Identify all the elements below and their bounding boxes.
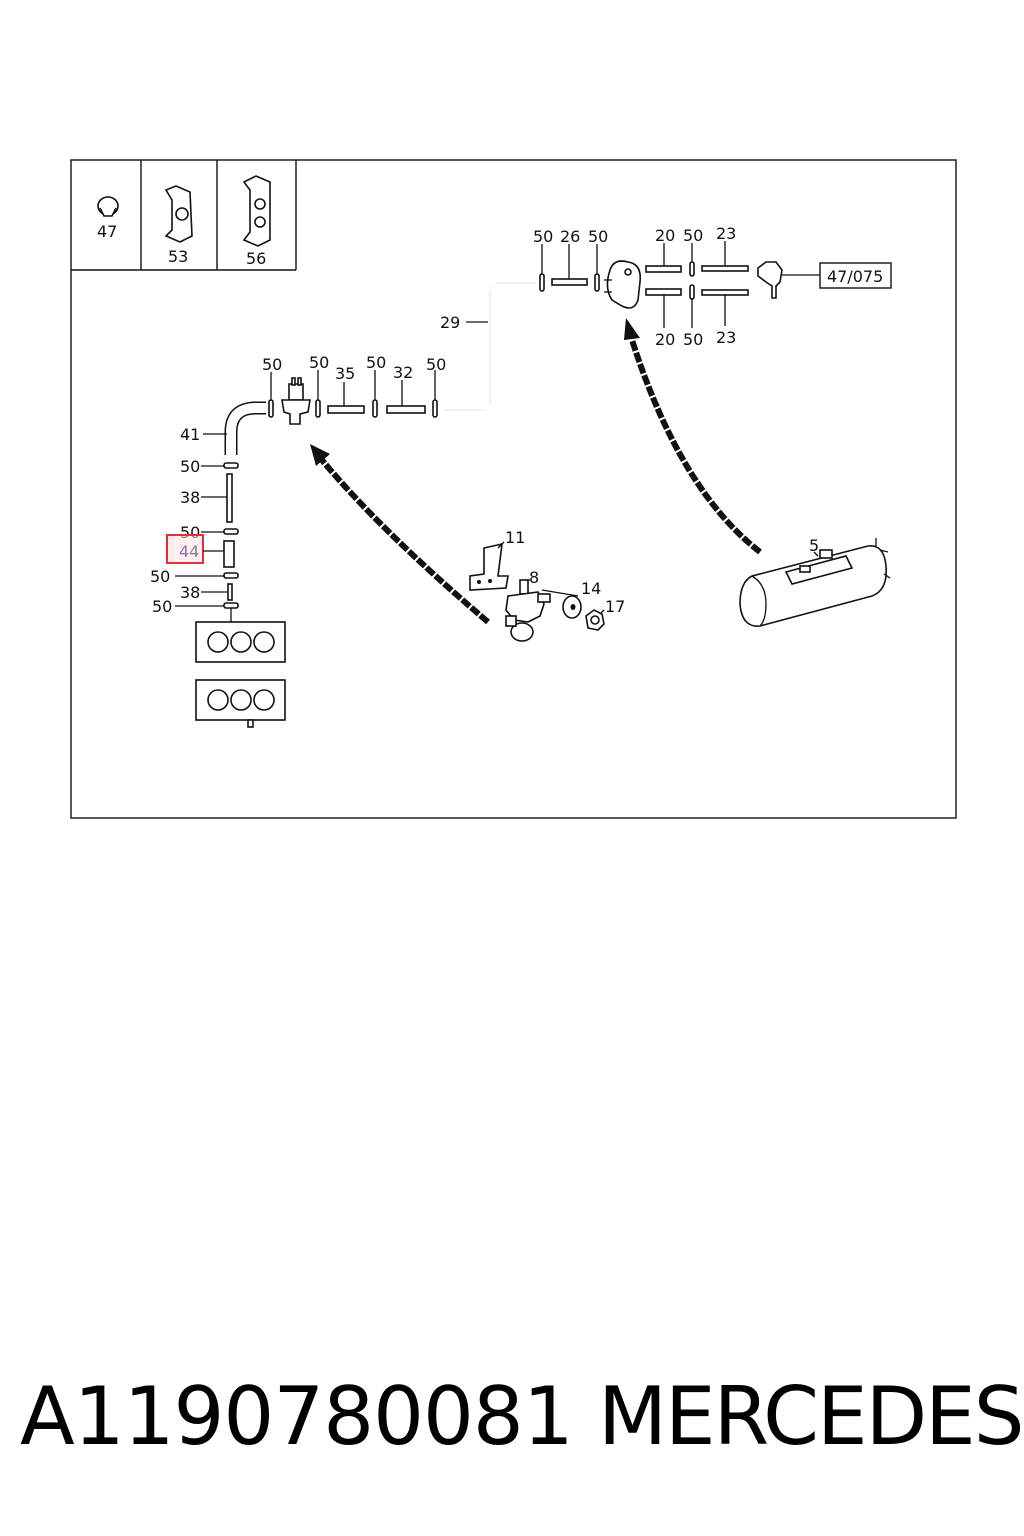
callout-50-h: 50 <box>426 355 446 374</box>
end-valve <box>757 261 783 299</box>
callout-26: 26 <box>560 227 580 246</box>
callout-32: 32 <box>393 363 413 382</box>
callout-50-d: 50 <box>683 330 703 349</box>
reference-box <box>819 262 892 289</box>
callout-50-l: 50 <box>152 597 172 616</box>
callout-50-e: 50 <box>262 355 282 374</box>
callout-20-bottom: 20 <box>655 330 675 349</box>
vacuum-valve <box>505 579 551 642</box>
inset-label-53: 53 <box>168 247 188 266</box>
callout-38-b: 38 <box>180 583 200 602</box>
junction-block <box>606 260 642 309</box>
part-number: A1190780081 <box>20 1370 574 1463</box>
mid-hose-row: 41 50 50 35 50 32 50 <box>180 353 446 455</box>
left-hose-column: 50 38 50 44 50 38 50 <box>150 457 286 728</box>
clip-icon <box>164 185 193 243</box>
callout-20-top: 20 <box>655 226 675 245</box>
callout-50-i: 50 <box>180 457 200 476</box>
callout-50-f: 50 <box>309 353 329 372</box>
arrow-valve-to-switch <box>310 444 490 625</box>
callout-50-c: 50 <box>683 226 703 245</box>
bracket <box>469 542 509 591</box>
callout-50-k: 50 <box>150 567 170 586</box>
callout-23-bottom: 23 <box>716 328 736 347</box>
caption: A1190780081 MERCEDES <box>20 1370 1024 1470</box>
nut <box>585 609 605 631</box>
double-clip-icon <box>242 175 271 247</box>
hose-44 <box>223 540 235 568</box>
inset-label-47: 47 <box>97 222 117 241</box>
callout-50-g: 50 <box>366 353 386 372</box>
brand-name: MERCEDES <box>598 1370 1024 1463</box>
diagram-frame <box>70 159 957 819</box>
inset-panel: 47 53 56 <box>71 160 297 271</box>
callout-38-a: 38 <box>180 488 200 507</box>
callout-5: 5 <box>809 536 819 555</box>
callout-44: 44 <box>179 542 199 561</box>
reference-label: 47/075 <box>827 267 883 286</box>
vacuum-tank: 5 <box>739 536 891 627</box>
plug-icon <box>97 196 119 217</box>
callout-35: 35 <box>335 364 355 383</box>
callout-50-b: 50 <box>588 227 608 246</box>
highlight-box-44[interactable] <box>166 534 204 564</box>
callout-17: 17 <box>605 597 625 616</box>
callout-41: 41 <box>180 425 200 444</box>
washer <box>562 595 582 619</box>
inset-label-56: 56 <box>246 249 266 268</box>
callout-23-top: 23 <box>716 224 736 243</box>
switch-valve <box>281 377 311 425</box>
callout-29: 29 <box>440 313 460 332</box>
injector-block-upper <box>195 621 286 663</box>
callout-11: 11 <box>505 528 525 547</box>
injector-block-lower <box>195 679 286 728</box>
callout-8: 8 <box>529 568 539 587</box>
callout-14: 14 <box>581 579 601 598</box>
valve-assembly: 11 8 14 17 <box>469 528 625 642</box>
callout-50-a: 50 <box>533 227 553 246</box>
arrow-tank-to-junction <box>624 318 762 555</box>
top-hose-row: 29 50 26 50 20 50 23 20 50 2 <box>440 224 892 411</box>
